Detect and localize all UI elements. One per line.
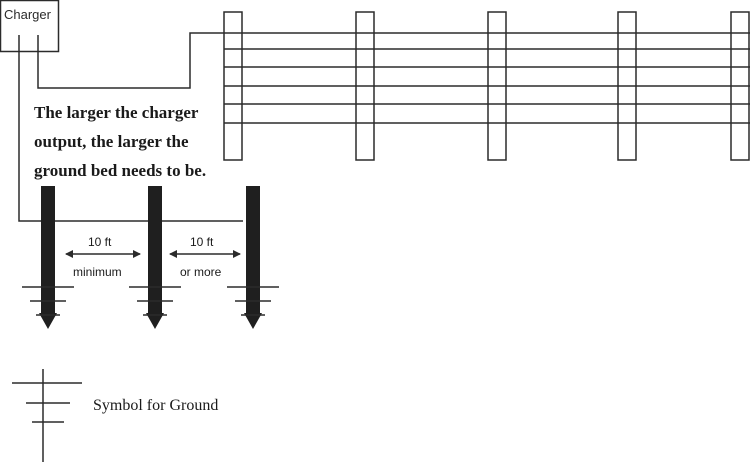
spacing-distance-label: 10 ft	[88, 235, 112, 249]
charger-label: Charger	[4, 7, 52, 22]
rod-spacing-1: 10 ft minimum	[65, 235, 141, 279]
ground-rods	[22, 186, 279, 329]
spacing-qualifier-label: minimum	[73, 265, 122, 279]
ground-lead-wire	[18, 51, 243, 222]
note-line: output, the larger the	[34, 132, 189, 151]
fence-wires	[224, 32, 750, 124]
note-line: ground bed needs to be.	[34, 161, 206, 180]
ground-rod	[129, 186, 181, 329]
ground-rod-tip	[244, 313, 262, 329]
ground-rod-tip	[39, 313, 57, 329]
charger-box	[0, 0, 60, 53]
note-line: The larger the charger	[34, 103, 199, 122]
spacing-distance-label: 10 ft	[190, 235, 214, 249]
ground-rod	[227, 186, 279, 329]
ground-rod	[22, 186, 74, 329]
fence-lead-wire	[37, 32, 226, 89]
ground-rod-shaft	[246, 186, 260, 314]
ground-rod-shaft	[41, 186, 55, 314]
rod-spacing-2: 10 ft or more	[169, 235, 241, 279]
spacing-qualifier-label: or more	[180, 265, 222, 279]
ground-rod-tip	[146, 313, 164, 329]
ground-bed-note: The larger the charger output, the large…	[34, 103, 206, 180]
legend-label: Symbol for Ground	[93, 397, 218, 414]
charger: Charger	[0, 0, 60, 53]
ground-symbol-legend: Symbol for Ground	[12, 369, 218, 462]
ground-rod-shaft	[148, 186, 162, 314]
